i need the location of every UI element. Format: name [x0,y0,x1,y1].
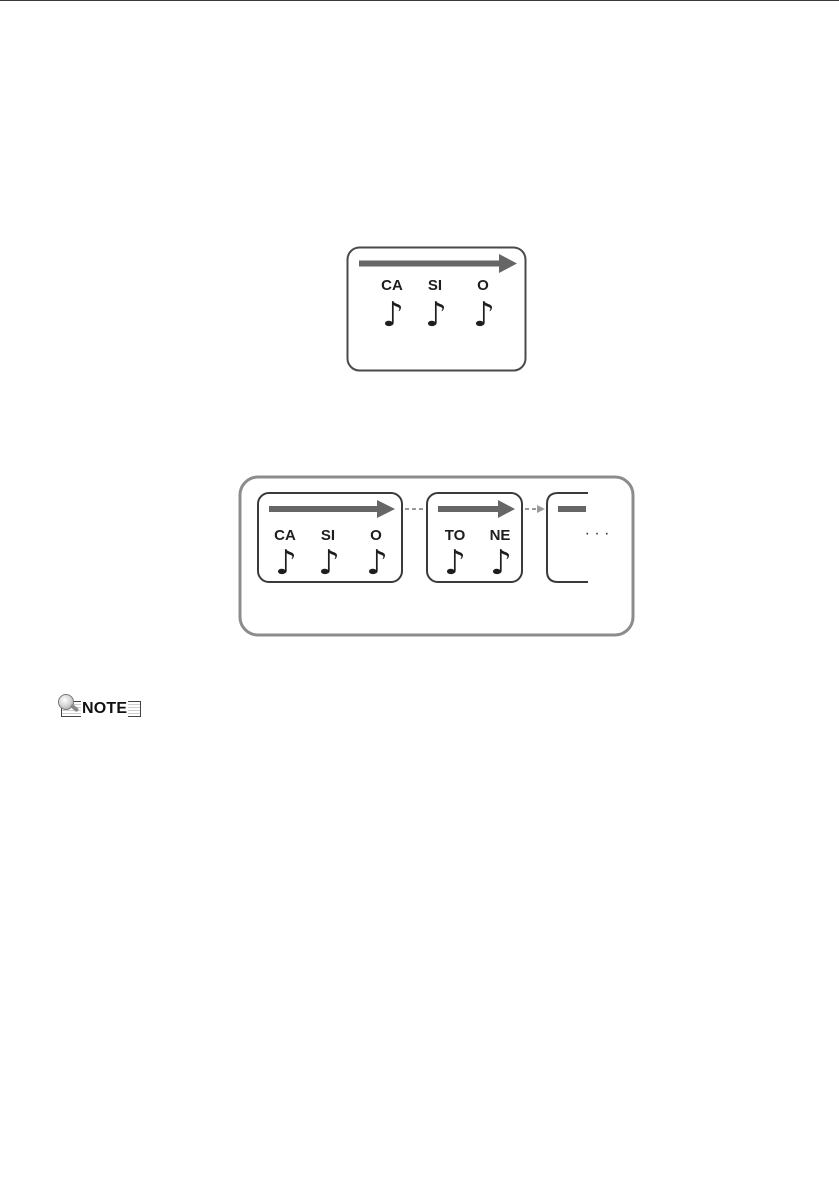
eighth-note-icon: ♪ [473,295,495,335]
eighth-note-icon: ♪ [444,543,466,583]
figure-chained-phrases: CA SI O ♪ ♪ ♪ TO NE ♪ ♪ · · · [230,468,645,646]
eighth-note-icon: ♪ [490,543,512,583]
eighth-note-icon: ♪ [275,543,297,583]
note-badge: NOTE [57,694,141,720]
note-label: NOTE [81,700,128,717]
top-rule [0,0,839,1]
syllable-ca: CA [274,527,296,544]
continuation-ellipsis: · · · [585,525,610,542]
syllable-ca: CA [381,277,403,294]
syllable-ne: NE [490,527,511,544]
eighth-note-icon: ♪ [425,295,447,335]
figure-single-phrase: CA SI O ♪ ♪ ♪ [340,240,535,380]
syllable-o: O [477,277,489,294]
eighth-note-icon: ♪ [366,543,388,583]
eighth-note-icon: ♪ [382,295,404,335]
progress-arrow-partial [558,506,586,512]
syllable-si: SI [428,277,442,294]
syllable-to: TO [445,527,466,544]
syllable-o: O [370,527,382,544]
syllable-si: SI [321,527,335,544]
eighth-note-icon: ♪ [318,543,340,583]
